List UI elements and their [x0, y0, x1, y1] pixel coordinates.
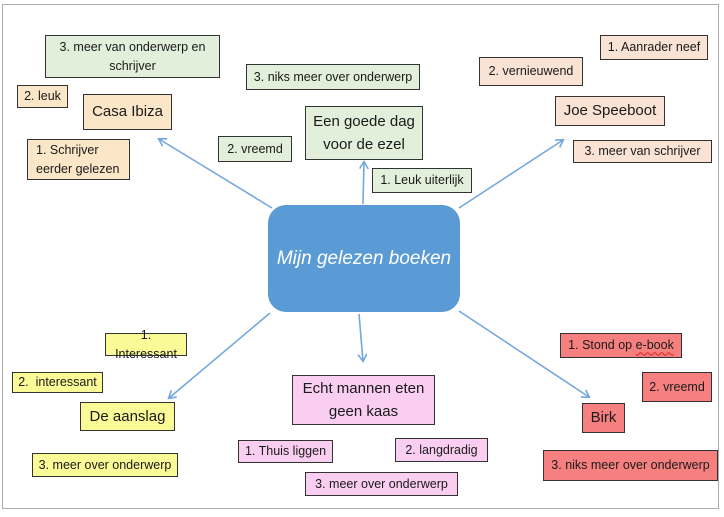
note-de-aanslag-3[interactable]: 3. meer over onderwerp — [32, 453, 178, 477]
note-goede-dag-3[interactable]: 3. niks meer over onderwerp — [246, 64, 420, 90]
note-birk-2[interactable]: 2. vreemd — [642, 372, 712, 402]
note-casa-ibiza-1[interactable]: 1. Schrijver eerder gelezen — [27, 139, 130, 180]
connector-joe-speeboot[interactable] — [458, 140, 563, 209]
note-echt-mannen-2[interactable]: 2. langdradig — [395, 438, 488, 462]
note-echt-mannen-3[interactable]: 3. meer over onderwerp — [305, 472, 458, 496]
note-joe-speeboot-1[interactable]: 1. Aanrader neef — [600, 35, 708, 60]
title-joe-speeboot[interactable]: Joe Speeboot — [555, 96, 665, 126]
title-de-aanslag[interactable]: De aanslag — [80, 402, 175, 431]
note-joe-speeboot-3[interactable]: 3. meer van schrijver — [573, 140, 712, 163]
note-echt-mannen-1[interactable]: 1. Thuis liggen — [238, 440, 333, 463]
title-casa-ibiza[interactable]: Casa Ibiza — [83, 94, 172, 130]
title-goede-dag[interactable]: Een goede dag voor de ezel — [305, 106, 423, 160]
title-echt-mannen[interactable]: Echt mannen eten geen kaas — [292, 375, 435, 425]
title-birk[interactable]: Birk — [582, 403, 625, 433]
center-node[interactable]: Mijn gelezen boeken — [268, 205, 460, 312]
note-birk-1-text: 1. Stond op — [568, 338, 636, 353]
connector-echt-mannen[interactable] — [359, 313, 363, 361]
note-joe-speeboot-2[interactable]: 2. vernieuwend — [479, 57, 583, 86]
connector-goede-dag[interactable] — [363, 162, 364, 205]
note-birk-3[interactable]: 3. niks meer over onderwerp — [543, 450, 718, 481]
note-de-aanslag-2[interactable]: 2. interessant — [12, 372, 103, 393]
note-casa-ibiza-3[interactable]: 3. meer van onderwerp en schrijver — [45, 35, 220, 78]
note-birk-1[interactable]: 1. Stond op e-book — [560, 333, 682, 358]
connector-de-aanslag[interactable] — [169, 312, 271, 398]
note-casa-ibiza-2[interactable]: 2. leuk — [17, 85, 68, 108]
note-goede-dag-1[interactable]: 1. Leuk uiterlijk — [372, 168, 472, 193]
note-de-aanslag-1[interactable]: 1. Interessant — [105, 328, 187, 361]
connector-casa-ibiza[interactable] — [159, 139, 273, 209]
connector-birk[interactable] — [458, 310, 589, 397]
note-birk-1-misspelled-word: e-book — [635, 338, 674, 353]
center-node-label: Mijn gelezen boeken — [276, 247, 452, 269]
note-goede-dag-2[interactable]: 2. vreemd — [218, 136, 292, 162]
